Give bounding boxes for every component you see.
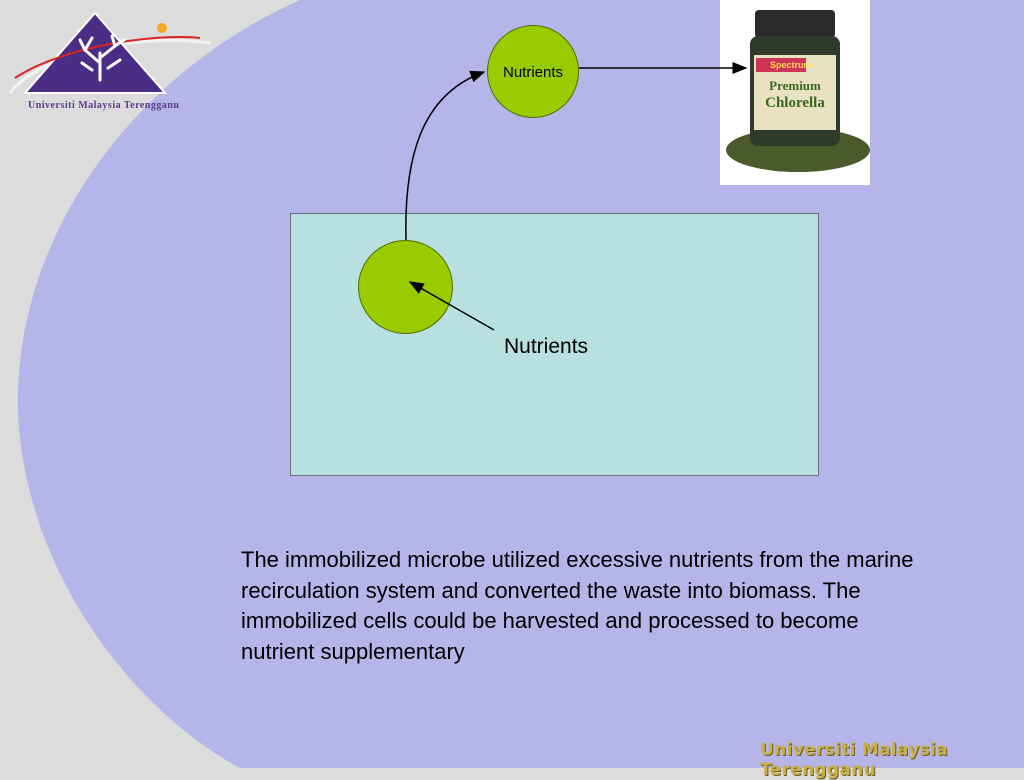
- tank-nutrients-label: Nutrients: [504, 335, 589, 358]
- product-brand: Spectrum: [770, 60, 812, 70]
- logo-university-name: Universiti Malaysia Terengganu: [28, 100, 180, 111]
- caption-text: The immobilized microbe utilized excessi…: [241, 547, 914, 664]
- immobilized-cell-circle: [358, 240, 453, 334]
- chlorella-bottle-image: Spectrum Premium Chlorella: [720, 0, 870, 185]
- top-nutrients-label: Nutrients: [502, 64, 564, 81]
- product-line1: Premium: [769, 78, 821, 93]
- university-logo: [8, 11, 211, 94]
- nutrients-circle-top: [487, 25, 579, 118]
- product-line2: Chlorella: [765, 95, 825, 111]
- footer-university-name: Universiti Malaysia Terengganu: [760, 740, 948, 780]
